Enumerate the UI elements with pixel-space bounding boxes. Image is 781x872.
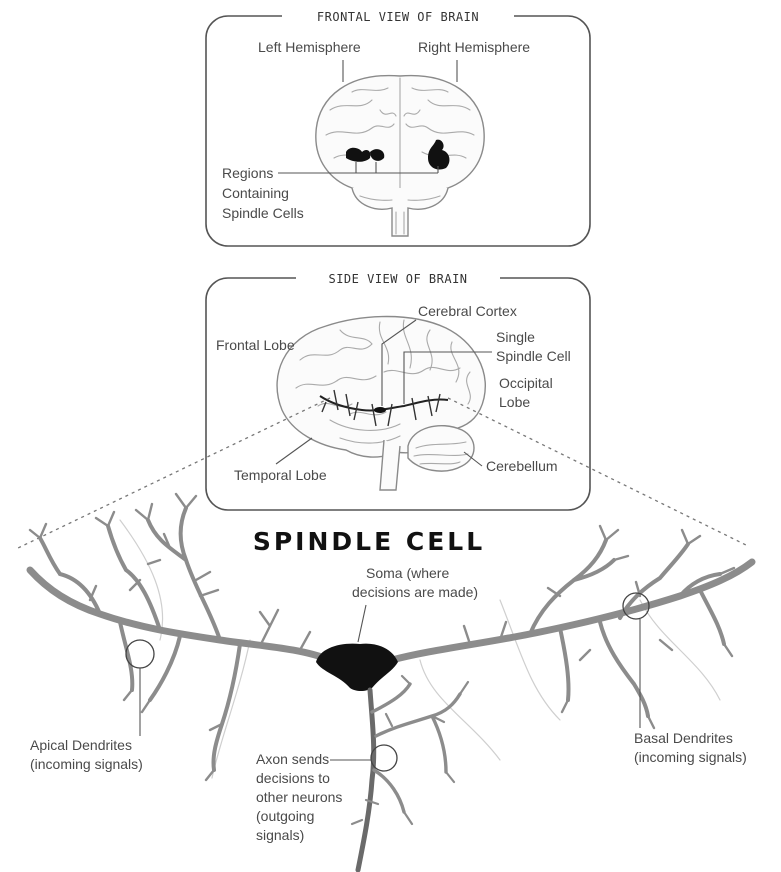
frontal-view-panel: FRONTAL VIEW OF BRAIN Left Hemisphere Ri… — [206, 6, 590, 246]
axon-label-line2: decisions to — [256, 770, 330, 786]
frontal-lobe-label: Frontal Lobe — [216, 337, 295, 353]
basal-dendrite-branches — [530, 540, 724, 716]
side-brainstem — [380, 440, 400, 490]
axon-label-line1: Axon sends — [256, 751, 329, 767]
frontal-view-heading: FRONTAL VIEW OF BRAIN — [317, 10, 479, 24]
regions-label-line2: Containing — [222, 185, 289, 201]
basal-label-line2: (incoming signals) — [634, 749, 747, 765]
apical-dendrite-circle — [126, 640, 154, 668]
cerebellum-label: Cerebellum — [486, 458, 558, 474]
axon-label-line5: signals) — [256, 827, 304, 843]
left-hemisphere-label: Left Hemisphere — [258, 39, 361, 55]
apical-dendrite-trunk — [30, 570, 330, 660]
occipital-label-line1: Occipital — [499, 375, 553, 391]
apical-label-line1: Apical Dendrites — [30, 737, 132, 753]
cerebral-cortex-label: Cerebral Cortex — [418, 303, 517, 319]
temporal-lobe-label: Temporal Lobe — [234, 467, 327, 483]
axon-label-line3: other neurons — [256, 789, 342, 805]
basal-label-line1: Basal Dendrites — [634, 730, 733, 746]
side-spindle-soma — [374, 407, 386, 413]
side-view-panel: SIDE VIEW OF BRAIN Cerebral Cortex Front… — [206, 268, 590, 510]
axon-trunk — [358, 690, 374, 870]
apical-label-line2: (incoming signals) — [30, 756, 143, 772]
background-fibers — [120, 520, 720, 778]
soma-leader — [358, 605, 366, 642]
regions-label-line1: Regions — [222, 165, 273, 181]
soma-label-line2: decisions are made) — [352, 584, 478, 600]
soma-label-line1: Soma (where — [366, 565, 449, 581]
single-spindle-label-line1: Single — [496, 329, 535, 345]
soma-body — [316, 644, 398, 691]
regions-label-line3: Spindle Cells — [222, 205, 304, 221]
axon-label-line4: (outgoing — [256, 808, 314, 824]
spindle-cell-title: SPINDLE CELL — [253, 527, 485, 556]
occipital-label-line2: Lobe — [499, 394, 530, 410]
side-view-heading: SIDE VIEW OF BRAIN — [328, 272, 467, 286]
single-spindle-label-line2: Spindle Cell — [496, 348, 571, 364]
right-hemisphere-label: Right Hemisphere — [418, 39, 530, 55]
